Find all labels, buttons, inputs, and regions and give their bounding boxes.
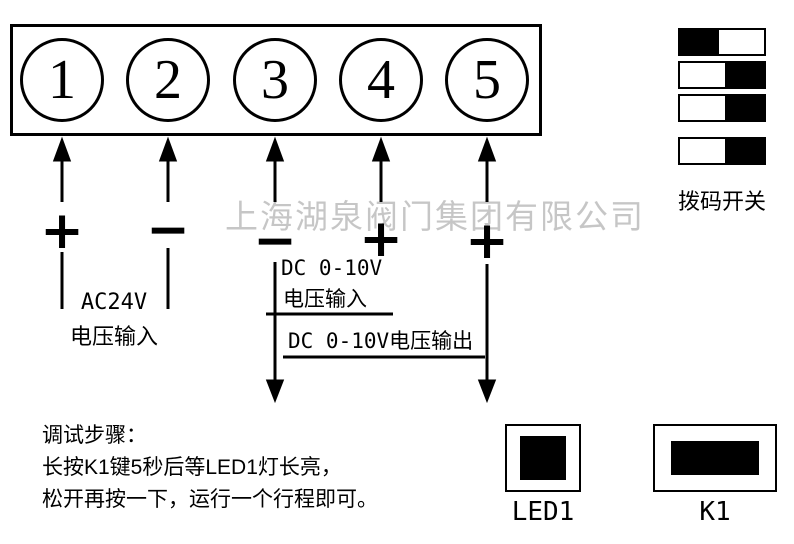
polarity-terminal-1: +: [40, 201, 84, 261]
terminal-1-number: 1: [48, 49, 76, 111]
polarity-terminal-5: +: [465, 211, 509, 271]
down-arrow-terminal-5: [477, 264, 497, 404]
terminal-5-number: 5: [473, 49, 501, 111]
dip-switch-2: [678, 61, 766, 89]
instructions: 调试步骤： 长按K1键5秒后等LED1灯长亮， 松开再按一下，运行一个行程即可。: [42, 420, 378, 516]
ac24v-sub-label: 电压输入: [69, 324, 158, 349]
terminal-4-number: 4: [367, 49, 395, 111]
terminal-4: 4: [339, 38, 423, 122]
polarity-terminal-4: +: [359, 209, 403, 269]
k1-key: [653, 424, 777, 492]
polarity-terminal-2: −: [146, 200, 190, 260]
dip-switch-1: [678, 28, 766, 56]
terminal-2-number: 2: [154, 49, 182, 111]
dip-switch-1-slider: [680, 30, 719, 54]
terminal-1: 1: [20, 38, 104, 122]
terminal-3-number: 3: [261, 49, 289, 111]
k1-label: K1: [699, 497, 731, 527]
up-arrow-terminal-2: [158, 136, 178, 202]
dip-switch-2-slider: [725, 63, 764, 87]
ac24v-label: AC24V: [80, 290, 148, 315]
watermark: 上海湖泉阀门集团有限公司: [225, 198, 645, 235]
led1-label: LED1: [511, 497, 575, 527]
dc-input-label: DC 0-10V: [281, 256, 383, 280]
dip-switch-3-slider: [725, 96, 764, 120]
up-arrow-terminal-1: [52, 136, 72, 202]
dip-switch-4: [678, 137, 766, 165]
dip-switch-4-slider: [725, 139, 764, 163]
dip-switch-label: 拨码开关: [677, 189, 766, 214]
terminal-3: 3: [233, 38, 317, 122]
instructions-line-2: 松开再按一下，运行一个行程即可。: [42, 488, 378, 511]
led1-square-icon: [520, 436, 566, 480]
instructions-line-1: 长按K1键5秒后等LED1灯长亮，: [42, 456, 342, 479]
terminal-2: 2: [126, 38, 210, 122]
dc-output-label: DC 0-10V电压输出: [288, 329, 474, 353]
down-arrow-terminal-3: [265, 262, 285, 404]
k1-rect-icon: [671, 441, 759, 475]
terminal-5: 5: [445, 38, 529, 122]
led1-indicator: [505, 424, 581, 492]
polarity-terminal-3: −: [253, 211, 297, 271]
dip-switch-3: [678, 94, 766, 122]
instructions-title: 调试步骤：: [42, 424, 147, 447]
dc-input-sub-label: 电压输入: [283, 288, 367, 311]
